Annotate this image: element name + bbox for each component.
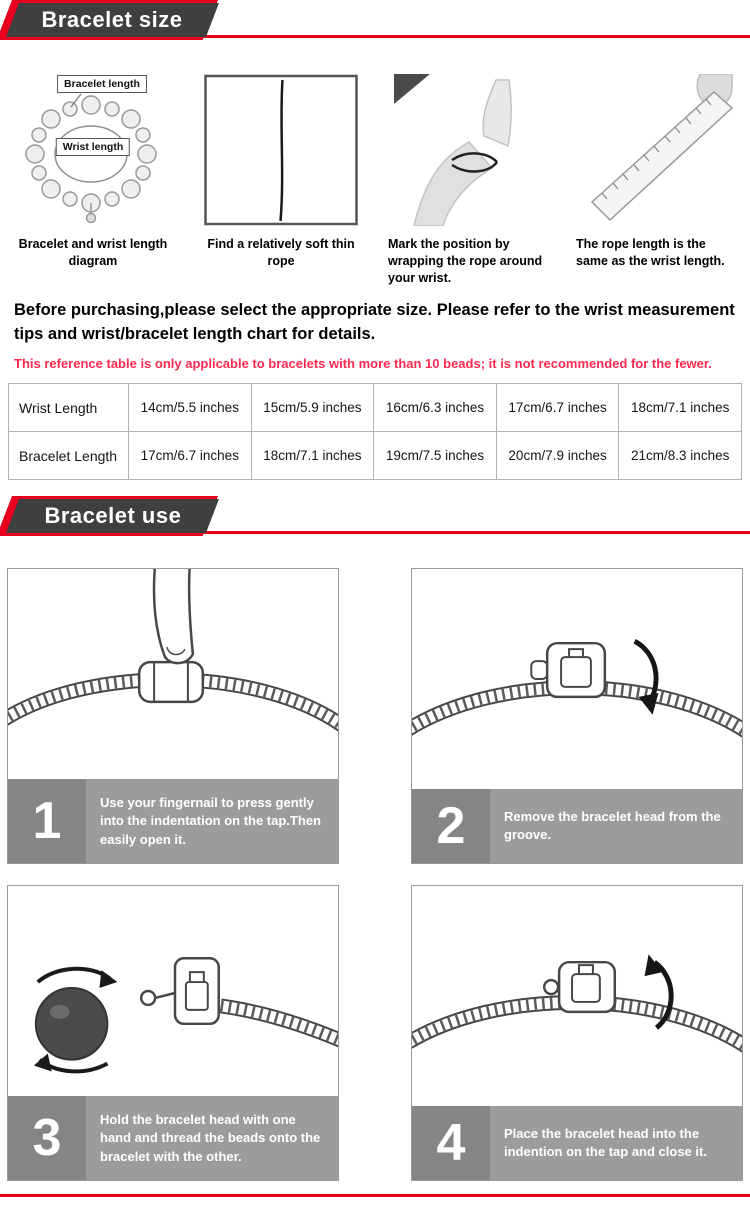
measure-step-ruler: The rope length is the same as the wrist… xyxy=(576,74,738,270)
table-cell: 16cm/6.3 inches xyxy=(373,383,497,433)
step-text: Remove the bracelet head from the groove… xyxy=(490,789,742,864)
wrap-wrist-image xyxy=(388,74,550,226)
bracelet-size-banner: Bracelet size xyxy=(0,0,750,46)
table-row-bracelet-length: Bracelet Length 17cm/6.7 inches 18cm/7.1… xyxy=(8,431,742,481)
step-text: Hold the bracelet head with one hand and… xyxy=(86,1096,338,1181)
open-clasp-icon xyxy=(8,569,338,733)
measurement-steps: Bracelet length Wrist length Bracelet an… xyxy=(0,74,750,287)
size-table: Wrist Length 14cm/5.5 inches 15cm/5.9 in… xyxy=(8,383,742,481)
wrap-wrist-icon xyxy=(394,74,512,226)
step-text: Use your fingernail to press gently into… xyxy=(86,779,338,864)
banner-plate: Bracelet size xyxy=(5,3,219,37)
table-cell: 21cm/8.3 inches xyxy=(618,431,742,481)
step-caption-bar: 1 Use your fingernail to press gently in… xyxy=(8,779,338,864)
bracelet-use-banner: Bracelet use xyxy=(0,496,750,542)
step-caption-bar: 3 Hold the bracelet head with one hand a… xyxy=(8,1096,338,1181)
banner-underline xyxy=(0,531,750,535)
row-header-wrist-length: Wrist Length xyxy=(8,383,129,433)
table-cell: 14cm/5.5 inches xyxy=(128,383,252,433)
step-number: 2 xyxy=(412,789,490,864)
bracelet-length-label: Bracelet length xyxy=(57,75,147,93)
thread-beads-icon xyxy=(33,957,338,1074)
rope-icon xyxy=(204,74,358,226)
close-clasp-icon xyxy=(412,954,742,1054)
step-caption-bar: 2 Remove the bracelet head from the groo… xyxy=(412,789,742,864)
step-text: Place the bracelet head into the indenti… xyxy=(490,1106,742,1181)
table-cell: 18cm/7.1 inches xyxy=(618,383,742,433)
reference-note: This reference table is only applicable … xyxy=(14,356,712,372)
step-caption-ruler: The rope length is the same as the wrist… xyxy=(576,237,725,268)
ruler-image xyxy=(576,74,738,226)
banner-underline xyxy=(0,35,750,38)
table-cell: 17cm/6.7 inches xyxy=(128,431,252,481)
banner-plate: Bracelet use xyxy=(5,499,219,534)
rope-image xyxy=(200,74,362,226)
step-number: 3 xyxy=(8,1096,86,1181)
section-title-size: Bracelet size xyxy=(41,7,183,32)
use-steps-grid: 1 Use your fingernail to press gently in… xyxy=(0,568,750,1182)
remove-head-icon xyxy=(412,639,742,739)
table-row-wrist-length: Wrist Length 14cm/5.5 inches 15cm/5.9 in… xyxy=(8,383,742,433)
purchase-note: Before purchasing,please select the appr… xyxy=(14,300,735,343)
step-caption-wrap: Mark the position by wrapping the rope a… xyxy=(388,237,543,285)
step-caption-bar: 4 Place the bracelet head into the inden… xyxy=(412,1106,742,1181)
bottom-divider xyxy=(0,1194,750,1198)
use-step-3: 3 Hold the bracelet head with one hand a… xyxy=(7,885,339,1182)
step-number: 1 xyxy=(8,779,86,864)
step-caption-diagram: Bracelet and wrist length diagram xyxy=(18,237,168,268)
table-cell: 19cm/7.5 inches xyxy=(373,431,497,481)
measure-step-diagram: Bracelet length Wrist length Bracelet an… xyxy=(12,74,174,270)
measure-step-wrap: Mark the position by wrapping the rope a… xyxy=(388,74,550,287)
measure-step-rope: Find a relatively soft thin rope xyxy=(200,74,362,270)
table-cell: 15cm/5.9 inches xyxy=(250,383,375,433)
table-cell: 20cm/7.9 inches xyxy=(495,431,620,481)
step-caption-rope: Find a relatively soft thin rope xyxy=(207,237,355,268)
section-title-use: Bracelet use xyxy=(44,503,181,529)
table-cell: 18cm/7.1 inches xyxy=(250,431,375,481)
bracelet-beads-icon xyxy=(25,93,157,224)
use-step-2: 2 Remove the bracelet head from the groo… xyxy=(411,568,743,865)
table-cell: 17cm/6.7 inches xyxy=(495,383,620,433)
wrist-length-label: Wrist length xyxy=(55,138,131,156)
ruler-icon xyxy=(590,74,734,222)
step-number: 4 xyxy=(412,1106,490,1181)
row-header-bracelet-length: Bracelet Length xyxy=(8,431,129,481)
bracelet-diagram-image: Bracelet length Wrist length xyxy=(12,74,174,226)
use-step-4: 4 Place the bracelet head into the inden… xyxy=(411,885,743,1182)
use-step-1: 1 Use your fingernail to press gently in… xyxy=(7,568,339,865)
bottom-padding xyxy=(0,1197,750,1205)
